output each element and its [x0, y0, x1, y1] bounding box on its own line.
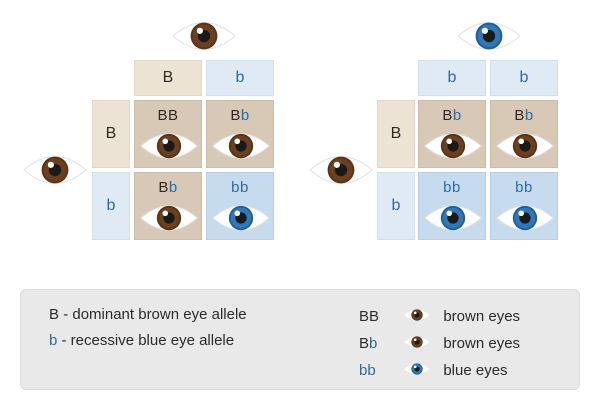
legend-allele-dominant: B - dominant brown eye allele: [49, 306, 247, 323]
allele-label: b: [235, 69, 245, 86]
legend-phenotype-BB: BB brown eyes: [359, 306, 521, 325]
allele-label: b: [519, 69, 529, 86]
parent-eye-icon-blue: [456, 15, 522, 57]
genotype-label: Bb: [442, 107, 462, 124]
parent-eye-icon-brown: [308, 149, 374, 191]
left-col-header-2: b: [206, 60, 274, 96]
brown-eye-icon: [139, 127, 199, 165]
right-cell-Bb-1: Bb: [418, 100, 486, 168]
right-col-header-1: b: [418, 60, 486, 96]
brown-eye-icon: [211, 127, 271, 165]
allele-label: B: [162, 69, 174, 86]
legend-phenotype-bb: bb blue eyes: [359, 360, 508, 379]
left-cell-BB: BB: [134, 100, 202, 168]
allele-label: b: [106, 197, 116, 214]
left-cell-bb: bb: [206, 172, 274, 240]
genotype-label: Bb: [514, 107, 534, 124]
parent-eye-icon-brown: [22, 149, 88, 191]
left-cell-Bb-2: Bb: [134, 172, 202, 240]
brown-eye-icon: [423, 127, 483, 165]
genotype-label: Bb: [230, 107, 250, 124]
blue-eye-icon: [403, 360, 431, 378]
genotype-label: bb: [443, 179, 461, 196]
brown-eye-icon: [495, 127, 555, 165]
blue-eye-icon: [423, 199, 483, 237]
blue-eye-icon: [211, 199, 271, 237]
left-row-header-2: b: [92, 172, 130, 240]
allele-label: b: [447, 69, 457, 86]
genotype-label: bb: [231, 179, 249, 196]
genotype-label: bb: [515, 179, 533, 196]
genotype-label: Bb: [158, 179, 178, 196]
blue-eye-icon: [495, 199, 555, 237]
right-col-header-2: b: [490, 60, 558, 96]
allele-label: b: [391, 197, 401, 214]
right-row-header-1: B: [377, 100, 415, 168]
right-cell-bb-1: bb: [418, 172, 486, 240]
left-col-header-1: B: [134, 60, 202, 96]
allele-label: B: [105, 125, 117, 142]
legend-panel: B - dominant brown eye allele b - recess…: [20, 289, 580, 390]
brown-eye-icon: [139, 199, 199, 237]
brown-eye-icon: [403, 333, 431, 351]
legend-phenotype-Bb: Bb brown eyes: [359, 333, 521, 352]
right-row-header-2: b: [377, 172, 415, 240]
allele-label: B: [390, 125, 402, 142]
parent-eye-icon-brown: [171, 15, 237, 57]
legend-allele-recessive: b - recessive blue eye allele: [49, 332, 235, 349]
left-row-header-1: B: [92, 100, 130, 168]
left-cell-Bb-1: Bb: [206, 100, 274, 168]
brown-eye-icon: [403, 306, 431, 324]
genotype-label: BB: [157, 107, 179, 124]
right-cell-bb-2: bb: [490, 172, 558, 240]
right-cell-Bb-2: Bb: [490, 100, 558, 168]
